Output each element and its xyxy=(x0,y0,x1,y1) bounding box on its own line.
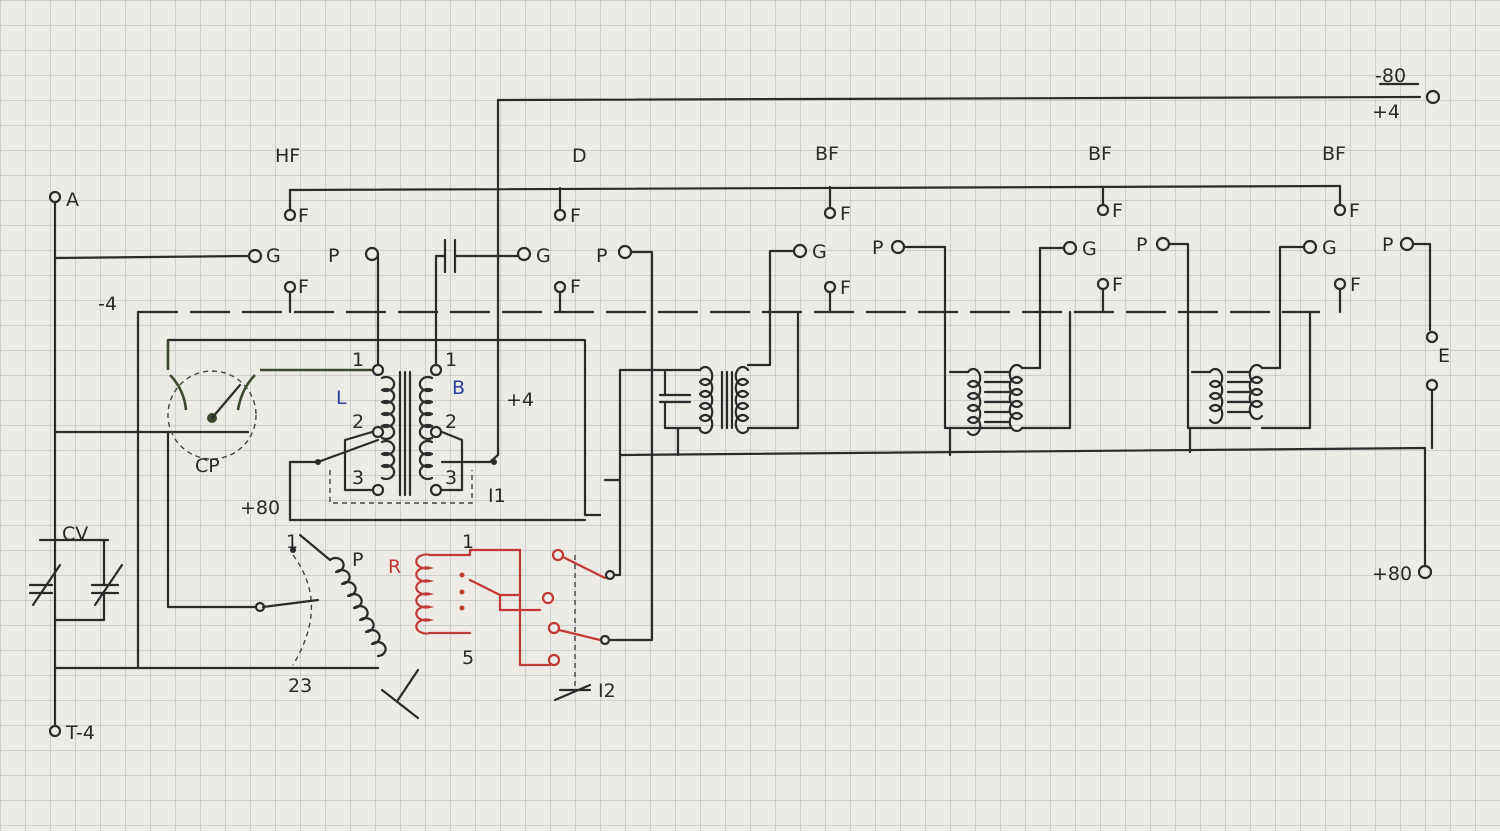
bf1-p: P xyxy=(872,237,883,259)
lb-transformer xyxy=(288,238,587,522)
r-coil xyxy=(415,478,622,702)
bf2-f-bottom: F xyxy=(1112,274,1123,296)
plus80-bus xyxy=(618,330,1439,580)
bf1-f-bottom: F xyxy=(840,277,851,299)
hf-p: P xyxy=(328,245,339,267)
i1-label: I1 xyxy=(488,485,506,507)
bf3-g: G xyxy=(1322,237,1337,259)
earphone-label: E xyxy=(1438,345,1450,367)
cv-capacitors xyxy=(28,538,124,622)
pin-3-left: 3 xyxy=(352,467,364,489)
terminal-t-label: T-4 xyxy=(65,722,95,744)
r-coil-label: R xyxy=(388,556,401,578)
pin-1-right: 1 xyxy=(445,349,457,371)
bf1-g: G xyxy=(812,241,827,263)
d-g: G xyxy=(536,245,551,267)
plus80-left-label: +80 xyxy=(240,497,280,519)
i2-label: I2 xyxy=(598,680,616,702)
pin-2-left: 2 xyxy=(352,411,364,433)
pin-2-right: 2 xyxy=(445,411,457,433)
d-p: P xyxy=(596,245,607,267)
antenna-ground xyxy=(48,190,380,738)
bf1-f-top: F xyxy=(840,203,851,225)
supply-plus4-label: +4 xyxy=(1372,101,1400,123)
af-transformer-3 xyxy=(1190,310,1312,430)
p-coil xyxy=(261,533,420,720)
transformer-l-label: L xyxy=(336,387,347,409)
bf3-tube xyxy=(1260,184,1432,370)
stage-title-bf-1: BF xyxy=(815,143,839,165)
p-coil-label: P xyxy=(352,549,363,571)
transformer-b-label: B xyxy=(452,377,465,399)
cp-variometer xyxy=(166,340,372,613)
plus4-mid-label: +4 xyxy=(506,389,534,411)
p-tap-23: 23 xyxy=(288,675,312,697)
cp-label: CP xyxy=(195,455,220,477)
stage-title-d: D xyxy=(572,145,587,167)
d-f-top: F xyxy=(570,205,581,227)
bf2-tube xyxy=(1020,185,1252,430)
stage-title-hf: HF xyxy=(275,145,300,167)
cv-label: CV xyxy=(62,523,88,545)
supply-minus80-label: -80 xyxy=(1375,65,1406,87)
pin-1-left: 1 xyxy=(352,349,364,371)
p-tap-1: 1 xyxy=(286,531,298,553)
r-tap-1: 1 xyxy=(462,531,474,553)
stage-title-bf-2: BF xyxy=(1088,143,1112,165)
bf3-f-top: F xyxy=(1349,200,1360,222)
bf2-p: P xyxy=(1136,234,1147,256)
terminal-a-label: A xyxy=(66,189,79,211)
bf3-p: P xyxy=(1382,234,1393,256)
af-transformer-2 xyxy=(948,310,1072,437)
d-f-bottom: F xyxy=(570,276,581,298)
minus4-label: -4 xyxy=(98,293,117,315)
supply-lines xyxy=(288,82,1441,464)
bf2-f-top: F xyxy=(1112,200,1123,222)
r-tap-5: 5 xyxy=(462,647,474,669)
bf1-tube xyxy=(746,185,1012,430)
hf-tube xyxy=(247,188,380,368)
hf-f-top: F xyxy=(298,205,309,227)
hf-f-bottom: F xyxy=(298,276,309,298)
d-tube xyxy=(516,186,654,642)
pin-3-right: 3 xyxy=(445,467,457,489)
bf3-f-bottom: F xyxy=(1350,274,1361,296)
supply-plus80-label: +80 xyxy=(1372,563,1412,585)
hf-g: G xyxy=(266,245,281,267)
bf2-g: G xyxy=(1082,238,1097,260)
stage-title-bf-3: BF xyxy=(1322,143,1346,165)
